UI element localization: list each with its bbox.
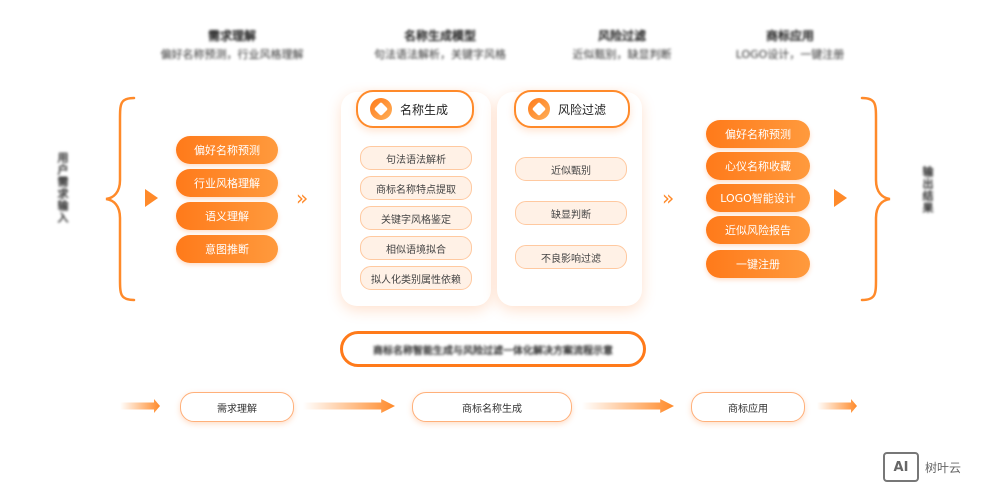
flow-arrow-icon <box>303 399 395 413</box>
watermark-text: 树叶云 <box>925 460 962 475</box>
need-pill: 意图推断 <box>176 235 278 263</box>
header-subtitle: 句法语法解析，关键字风格 <box>374 48 506 61</box>
banner-text: 商标名称智能生成与风险过滤一体化解决方案流程示意 <box>373 345 613 357</box>
arrow-right-icon <box>834 189 847 207</box>
header-filter: 风险过滤 近似甄别，缺显判断 <box>512 28 732 63</box>
side-label-left: 用户需求输入 <box>56 152 69 224</box>
flow-step: 需求理解 <box>180 392 294 422</box>
ai-logo-icon: AI <box>883 452 919 482</box>
panel-title: 风险过滤 <box>558 102 607 117</box>
header-subtitle: 偏好名称预测，行业风格理解 <box>160 48 304 61</box>
flow-step: 商标应用 <box>691 392 805 422</box>
flow-arrow-icon <box>817 399 857 413</box>
generate-chip: 句法语法解析 <box>360 146 472 170</box>
need-pill: 语义理解 <box>176 202 278 230</box>
header-subtitle: LOGO设计，一键注册 <box>735 48 845 61</box>
filter-chip: 近似甄别 <box>515 157 627 181</box>
arrow-right-icon <box>145 189 158 207</box>
flow-arrow-icon <box>582 399 674 413</box>
header-title: 风险过滤 <box>597 29 646 43</box>
header-need: 需求理解 偏好名称预测，行业风格理解 <box>122 28 342 63</box>
panel-tab-filter: 风险过滤 <box>514 90 630 128</box>
right-brace-icon <box>860 96 891 302</box>
header-generate: 名称生成模型 句法语法解析，关键字风格 <box>330 28 550 63</box>
filter-icon <box>528 98 550 120</box>
output-pill: LOGO智能设计 <box>706 184 810 212</box>
generate-chip: 拟人化类别属性依赖 <box>360 266 472 290</box>
header-title: 名称生成模型 <box>403 29 476 43</box>
generate-chip: 关键字风格鉴定 <box>360 206 472 230</box>
solution-banner: 商标名称智能生成与风险过滤一体化解决方案流程示意 <box>340 331 646 367</box>
header-title: 需求理解 <box>207 29 256 43</box>
output-pill: 偏好名称预测 <box>706 120 810 148</box>
layers-icon <box>370 98 392 120</box>
output-pill: 一键注册 <box>706 250 810 278</box>
flow-step: 商标名称生成 <box>412 392 572 422</box>
output-pill: 近似风险报告 <box>706 216 810 244</box>
filter-chip: 缺显判断 <box>515 201 627 225</box>
panel-title: 名称生成 <box>400 102 449 117</box>
left-brace-icon <box>105 96 136 302</box>
need-pill: 偏好名称预测 <box>176 136 278 164</box>
output-pill: 心仪名称收藏 <box>706 152 810 180</box>
side-label-right: 输出结果 <box>921 166 934 214</box>
filter-chip: 不良影响过滤 <box>515 245 627 269</box>
header-apply: 商标应用 LOGO设计，一键注册 <box>680 28 900 63</box>
generate-chip: 商标名称特点提取 <box>360 176 472 200</box>
need-pill: 行业风格理解 <box>176 169 278 197</box>
watermark: AI 树叶云 <box>883 452 961 482</box>
flow-arrow-icon <box>120 399 160 413</box>
double-chevron-icon: » <box>296 186 309 210</box>
double-chevron-icon: » <box>662 186 675 210</box>
header-title: 商标应用 <box>765 29 814 43</box>
panel-tab-generate: 名称生成 <box>356 90 474 128</box>
generate-chip: 相似语境拟合 <box>360 236 472 260</box>
header-subtitle: 近似甄别，缺显判断 <box>572 48 672 61</box>
